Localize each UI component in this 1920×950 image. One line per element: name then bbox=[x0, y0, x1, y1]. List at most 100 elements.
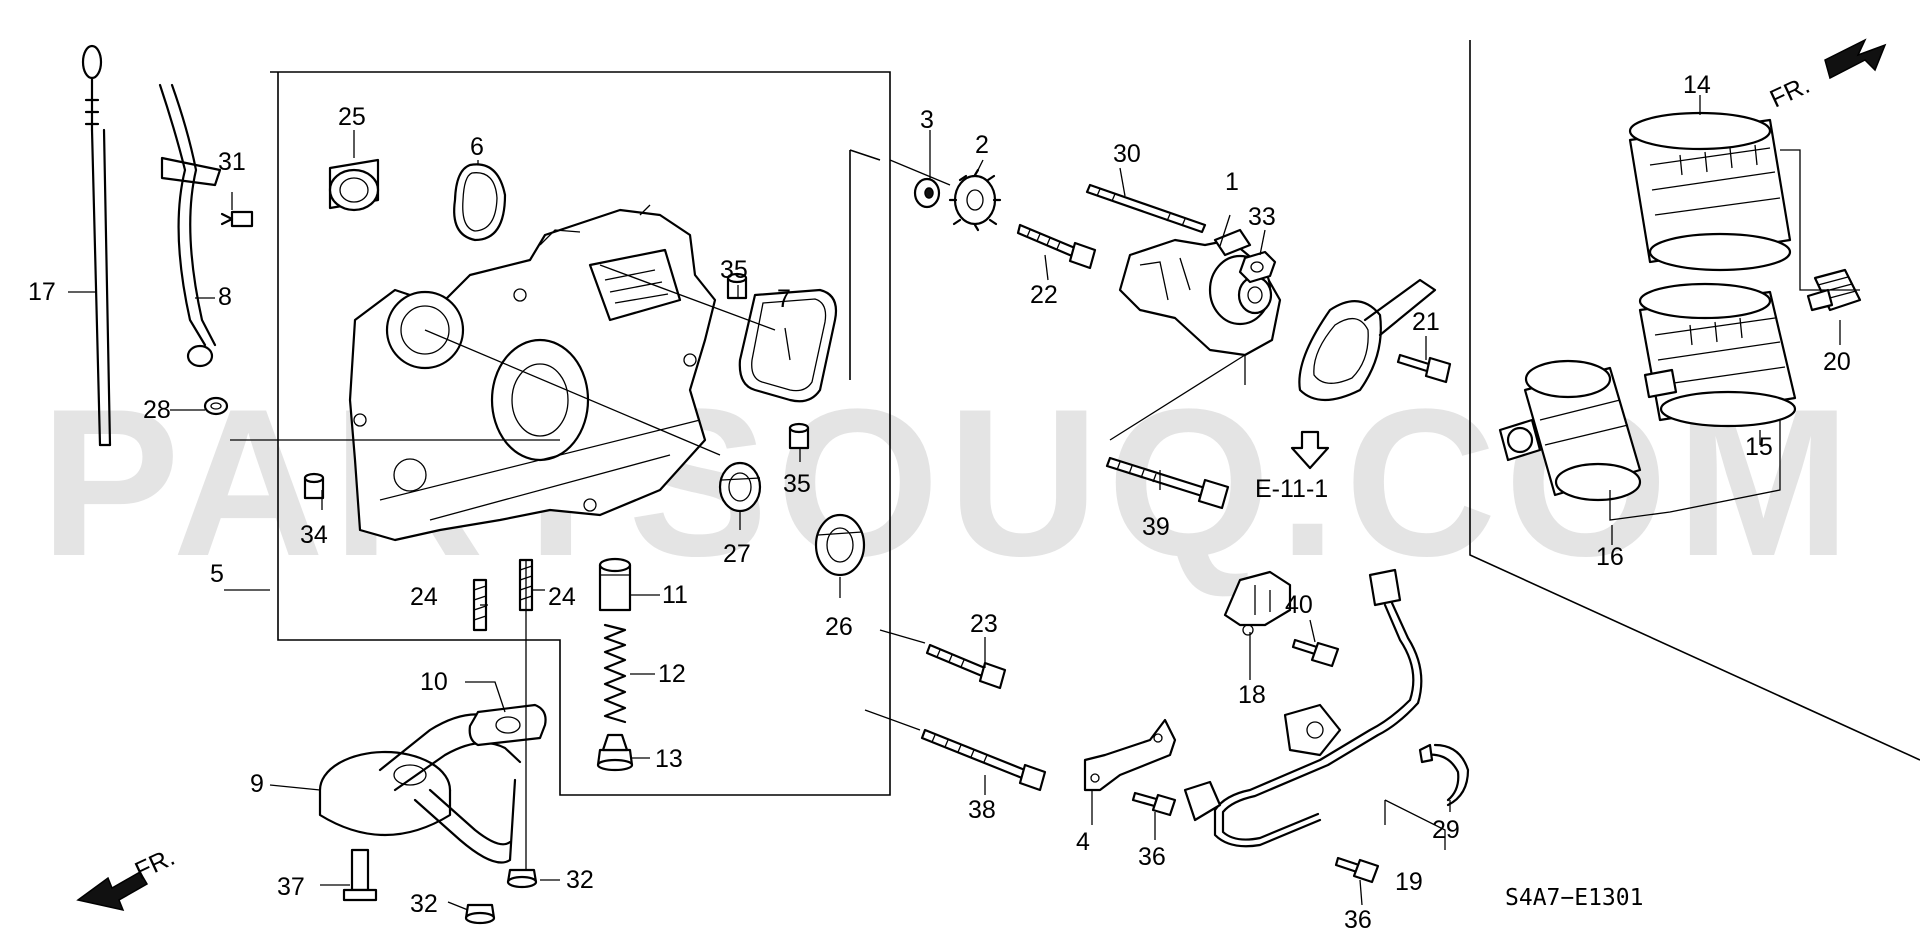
leader-line bbox=[1109, 354, 1246, 441]
oil-dipstick[interactable] bbox=[81, 44, 112, 447]
flange-bolt-37[interactable] bbox=[342, 848, 378, 902]
callout-3: 3 bbox=[920, 106, 934, 134]
callout-31: 31 bbox=[218, 148, 246, 176]
callout-33: 33 bbox=[1248, 203, 1276, 231]
callout-9: 9 bbox=[250, 770, 264, 798]
dowel-pin-34[interactable] bbox=[303, 472, 325, 500]
callout-30: 30 bbox=[1113, 140, 1141, 168]
harness-clip-18[interactable] bbox=[1223, 570, 1292, 636]
pump-cover-gasket[interactable] bbox=[738, 288, 838, 403]
oil-seal-26[interactable] bbox=[814, 513, 866, 577]
oil-pump-group-frame bbox=[270, 71, 891, 796]
callout-22: 22 bbox=[1030, 281, 1058, 309]
oil-pump-housing[interactable] bbox=[348, 204, 717, 542]
flange-bolt-23[interactable] bbox=[925, 643, 1007, 690]
callout-32-right: 32 bbox=[566, 866, 594, 894]
callout-36-lower: 36 bbox=[1344, 906, 1372, 934]
callout-16: 16 bbox=[1596, 543, 1624, 571]
relief-valve-11[interactable] bbox=[598, 557, 632, 612]
callout-24-left: 24 bbox=[410, 583, 438, 611]
callout-6: 6 bbox=[470, 133, 484, 161]
nut-32-right[interactable] bbox=[506, 868, 538, 889]
flange-bolt-36-upper[interactable] bbox=[1131, 791, 1177, 817]
callout-10: 10 bbox=[420, 668, 448, 696]
fr-arrow-lower-icon bbox=[76, 870, 149, 912]
flange-bolt-39[interactable] bbox=[1105, 456, 1230, 510]
harness-clamp-29[interactable] bbox=[1418, 743, 1470, 807]
callout-15: 15 bbox=[1745, 433, 1773, 461]
callout-29: 29 bbox=[1432, 816, 1460, 844]
oil-filter-14[interactable] bbox=[1628, 111, 1792, 272]
sensor-harness-19[interactable] bbox=[1183, 568, 1423, 848]
flange-bolt-36-lower[interactable] bbox=[1334, 856, 1380, 884]
oil-seal-27[interactable] bbox=[718, 461, 762, 513]
callout-38: 38 bbox=[968, 796, 996, 824]
flange-bolt-21[interactable] bbox=[1396, 353, 1452, 384]
relief-valve-spring-12[interactable] bbox=[603, 623, 627, 724]
rear-compartment-divider bbox=[1469, 40, 1920, 761]
callout-18: 18 bbox=[1238, 681, 1266, 709]
part-6-o-ring[interactable] bbox=[453, 163, 507, 242]
oil-strainer[interactable] bbox=[318, 713, 522, 864]
callout-21: 21 bbox=[1412, 308, 1440, 336]
callout-leaders bbox=[68, 95, 1841, 911]
washer-3[interactable] bbox=[913, 177, 941, 209]
callout-5: 5 bbox=[210, 560, 224, 588]
diagram-code: S4A7−E1301 bbox=[1505, 885, 1643, 911]
strainer-gasket[interactable] bbox=[468, 703, 547, 747]
callout-13: 13 bbox=[655, 745, 683, 773]
callout-8: 8 bbox=[218, 283, 232, 311]
leader-line bbox=[1780, 149, 1860, 291]
callout-34: 34 bbox=[300, 521, 328, 549]
hollow-down-arrow-icon bbox=[1290, 430, 1330, 470]
callout-14: 14 bbox=[1683, 71, 1711, 99]
bracket-4[interactable] bbox=[1083, 718, 1177, 792]
fr-label-upper: FR. bbox=[1766, 71, 1814, 113]
callout-4: 4 bbox=[1076, 828, 1090, 856]
leader-line bbox=[889, 159, 951, 186]
pump-gasket-bracket[interactable] bbox=[1298, 278, 1437, 401]
callout-37: 37 bbox=[277, 873, 305, 901]
callout-7: 7 bbox=[777, 285, 791, 313]
callout-40: 40 bbox=[1285, 591, 1313, 619]
tube-o-ring[interactable] bbox=[203, 396, 229, 416]
dowel-pin-upper[interactable] bbox=[726, 272, 748, 300]
callout-11: 11 bbox=[662, 581, 688, 609]
callout-19: 19 bbox=[1395, 868, 1423, 896]
leader-line bbox=[424, 329, 721, 456]
tube-bolt[interactable] bbox=[220, 210, 254, 228]
pump-cover-frame bbox=[849, 149, 881, 380]
oil-pump-gear-2[interactable] bbox=[948, 168, 1002, 232]
flange-bolt-38[interactable] bbox=[920, 728, 1047, 792]
callout-28: 28 bbox=[143, 396, 171, 424]
dowel-pin-lower[interactable] bbox=[788, 422, 810, 450]
oil-filter-15[interactable] bbox=[1638, 282, 1797, 428]
callout-1: 1 bbox=[1225, 168, 1239, 196]
callout-35-lower: 35 bbox=[783, 470, 811, 498]
stud-bolt-30[interactable] bbox=[1085, 183, 1207, 234]
oil-filter-16[interactable] bbox=[1498, 359, 1642, 502]
sealing-bolt-13[interactable] bbox=[596, 733, 634, 772]
callout-25: 25 bbox=[338, 103, 366, 131]
flange-bolt-40[interactable] bbox=[1291, 638, 1340, 668]
oil-pump-body-1[interactable] bbox=[1118, 228, 1282, 357]
flange-nut-33[interactable] bbox=[1238, 250, 1277, 284]
nut-32-left[interactable] bbox=[464, 903, 496, 925]
leader-line bbox=[599, 264, 776, 331]
reference-label[interactable]: E-11-1 bbox=[1255, 475, 1328, 503]
callout-24-right: 24 bbox=[548, 583, 576, 611]
callout-2: 2 bbox=[975, 131, 989, 159]
part-25-collar[interactable] bbox=[328, 158, 380, 212]
leader-line bbox=[1609, 420, 1781, 521]
callout-labels: 1 2 3 4 5 6 7 8 9 10 11 12 13 14 15 16 1… bbox=[28, 71, 1851, 934]
leader-line bbox=[864, 709, 921, 731]
flange-bolt-22[interactable] bbox=[1016, 223, 1097, 270]
callout-26: 26 bbox=[825, 613, 853, 641]
callout-12: 12 bbox=[658, 660, 686, 688]
dipstick-tube[interactable] bbox=[158, 83, 222, 368]
callout-27: 27 bbox=[723, 540, 751, 568]
callout-36-upper: 36 bbox=[1138, 843, 1166, 871]
callout-35-upper: 35 bbox=[720, 256, 748, 284]
callout-32-left: 32 bbox=[410, 890, 438, 918]
